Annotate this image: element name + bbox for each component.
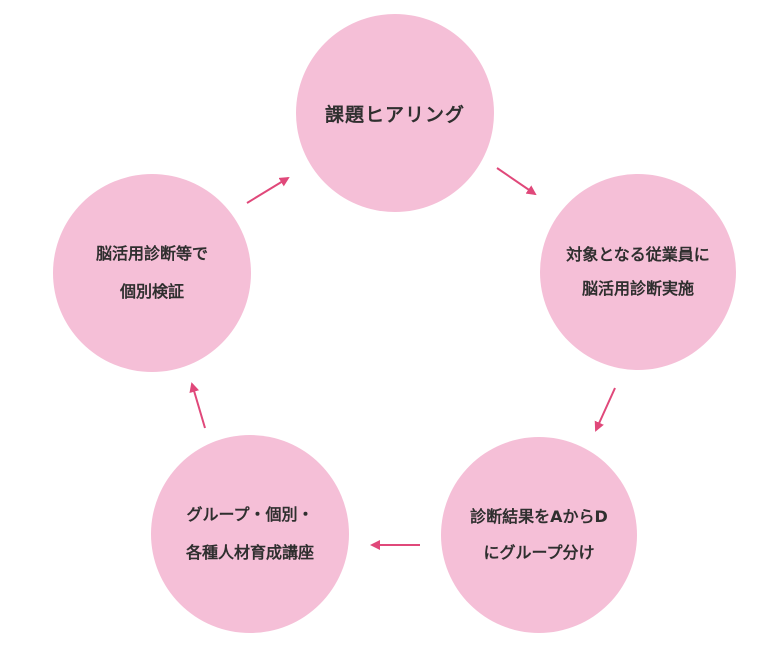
node-grouping: 診断結果をAからD にグループ分け: [441, 437, 637, 633]
node-training-courses: グループ・個別・ 各種人材育成講座: [151, 435, 349, 633]
arrow-hearing-to-diagnosis: [496, 167, 537, 196]
node-label-line: グループ・個別・: [186, 505, 314, 524]
node-label-line: 診断結果をAからD: [470, 507, 608, 526]
node-label-line: にグループ分け: [483, 543, 595, 562]
node-label-line: 各種人材育成講座: [185, 543, 314, 562]
node-issue-hearing: 課題ヒアリング: [296, 14, 494, 212]
node-label-line: 脳活用診断実施: [581, 279, 694, 298]
arrow-verification-to-hearing: [246, 176, 290, 204]
node-label-line: 対象となる従業員に: [566, 245, 710, 264]
node-label-line: 課題ヒアリング: [324, 103, 465, 126]
node-label-line: 脳活用診断等で: [95, 244, 208, 263]
node-individual-verification: 脳活用診断等で 個別検証: [53, 174, 251, 372]
node-label-line: 個別検証: [119, 282, 184, 301]
arrow-diagnosis-to-grouping: [594, 387, 616, 432]
node-employee-diagnosis: 対象となる従業員に 脳活用診断実施: [540, 174, 736, 370]
arrow-training-to-verification: [189, 382, 206, 429]
